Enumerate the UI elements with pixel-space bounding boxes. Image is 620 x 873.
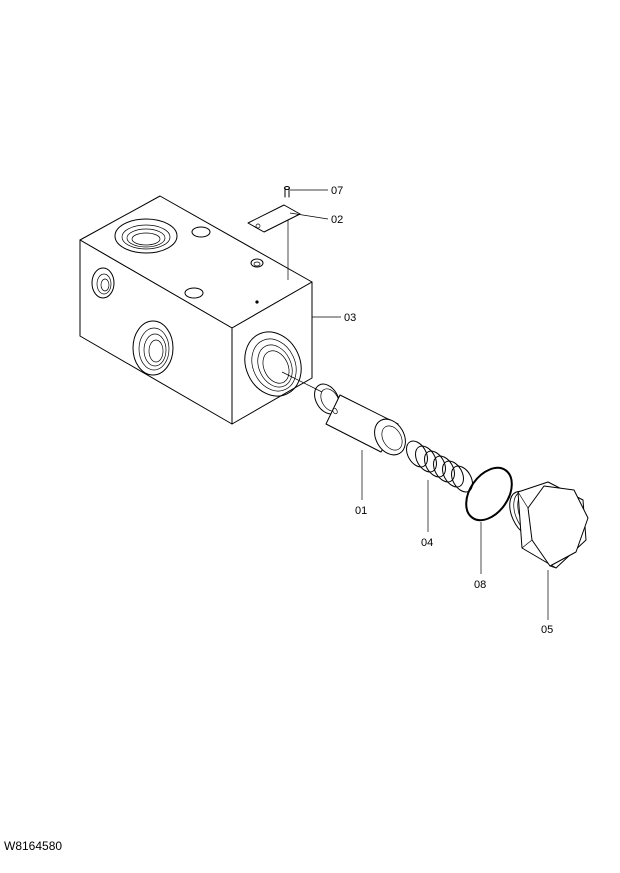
spring-part xyxy=(406,440,473,493)
part-number-02: 02 xyxy=(331,214,343,226)
leader-02 xyxy=(289,212,329,220)
right-threaded-port xyxy=(244,331,302,397)
top-hole-small xyxy=(191,226,211,238)
part-number-08: 08 xyxy=(474,579,486,591)
plug-part xyxy=(509,481,589,569)
pin-part xyxy=(284,186,290,198)
top-threaded-port xyxy=(114,218,178,254)
nameplate-part xyxy=(247,204,301,233)
part-number-07: 07 xyxy=(331,185,343,197)
poppet-part xyxy=(314,383,406,456)
top-hole-front xyxy=(184,287,204,299)
o-ring-part xyxy=(465,466,513,522)
part-number-05: 05 xyxy=(541,624,553,636)
poppet-guide-line xyxy=(281,371,323,393)
part-number-04: 04 xyxy=(421,537,433,549)
valve-block xyxy=(79,195,313,425)
top-hole-tapped xyxy=(250,258,264,268)
part-number-01: 01 xyxy=(355,505,367,517)
top-pin-dot xyxy=(255,300,259,304)
left-large-port xyxy=(132,320,174,376)
valve-block-right-face xyxy=(231,281,313,425)
left-small-port xyxy=(91,267,115,299)
part-number-03: 03 xyxy=(344,312,356,324)
drawing-code: W8164580 xyxy=(4,839,62,853)
